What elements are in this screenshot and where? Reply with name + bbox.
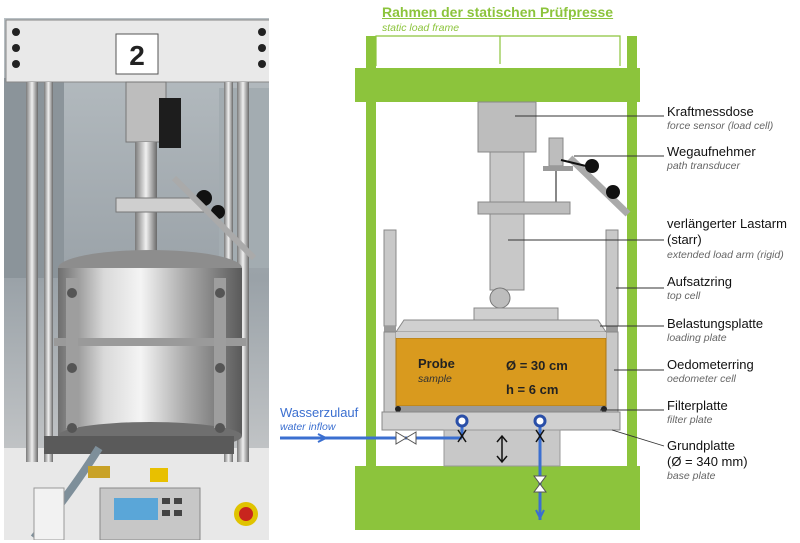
oedometer-label: Oedometerring <box>667 357 754 372</box>
frame-left-column <box>366 102 376 466</box>
load-cell <box>477 101 537 153</box>
load-arm-label: verlängerter Lastarm <box>667 216 787 231</box>
path-transducer <box>548 137 564 167</box>
loading-plate-label: Belastungsplatte <box>667 316 764 331</box>
sample-title: Probe <box>418 356 455 371</box>
filter-plate-label-en: filter plate <box>667 414 713 426</box>
frame-top-beam <box>355 68 640 102</box>
transducer-label: Wegaufnehmer <box>667 144 756 159</box>
station-number-plate <box>115 33 159 75</box>
load-arm-label-en: extended load arm (rigid) <box>667 249 784 261</box>
load-arm-label-2: (starr) <box>667 232 702 247</box>
sample <box>395 337 607 407</box>
transducer-bracket <box>477 201 571 215</box>
top-cell-label-en: top cell <box>667 290 701 302</box>
top-cell-left <box>383 229 397 327</box>
frame-right-column <box>627 36 637 466</box>
frame-base <box>355 466 640 530</box>
clamp-knob-lower <box>606 185 620 199</box>
oedometer-ring-right <box>605 331 619 413</box>
filter-plate <box>396 406 606 412</box>
load-arm <box>489 151 525 291</box>
apparatus-photo: 2 <box>4 18 269 540</box>
water-inflow-label: Wasserzulauf <box>280 405 359 420</box>
base-plate-label-2: (Ø = 340 mm) <box>667 454 748 469</box>
sample-subtitle: sample <box>418 373 452 385</box>
frame-subtitle: static load frame <box>382 22 460 34</box>
base-plate-label-en: base plate <box>667 470 716 482</box>
photo-cylinder <box>58 268 242 436</box>
clamp-knob-upper <box>585 159 599 173</box>
base-plate <box>381 411 621 431</box>
load-cell-label: Kraftmessdose <box>667 104 754 119</box>
oedometer-label-en: oedometer cell <box>667 373 736 385</box>
water-inflow-label-en: water inflow <box>280 421 336 433</box>
base-plate-label: Grundplatte <box>667 438 735 453</box>
sample-height: h = 6 cm <box>506 382 559 397</box>
load-cell-label-en: force sensor (load cell) <box>667 120 774 132</box>
frame-title: Rahmen der statischen Prüfpresse <box>382 4 614 20</box>
station-number: 2 <box>129 40 145 71</box>
filter-plate-label: Filterplatte <box>667 398 728 413</box>
transducer-label-en: path transducer <box>667 160 740 172</box>
oedometer-diagram <box>280 35 665 530</box>
loading-plate-label-en: loading plate <box>667 332 727 344</box>
oedometer-ring-left <box>383 331 397 413</box>
loading-plate <box>395 319 607 333</box>
sample-diameter: Ø = 30 cm <box>506 358 568 373</box>
top-cell-label: Aufsatzring <box>667 274 733 289</box>
top-cell-right <box>605 229 619 327</box>
